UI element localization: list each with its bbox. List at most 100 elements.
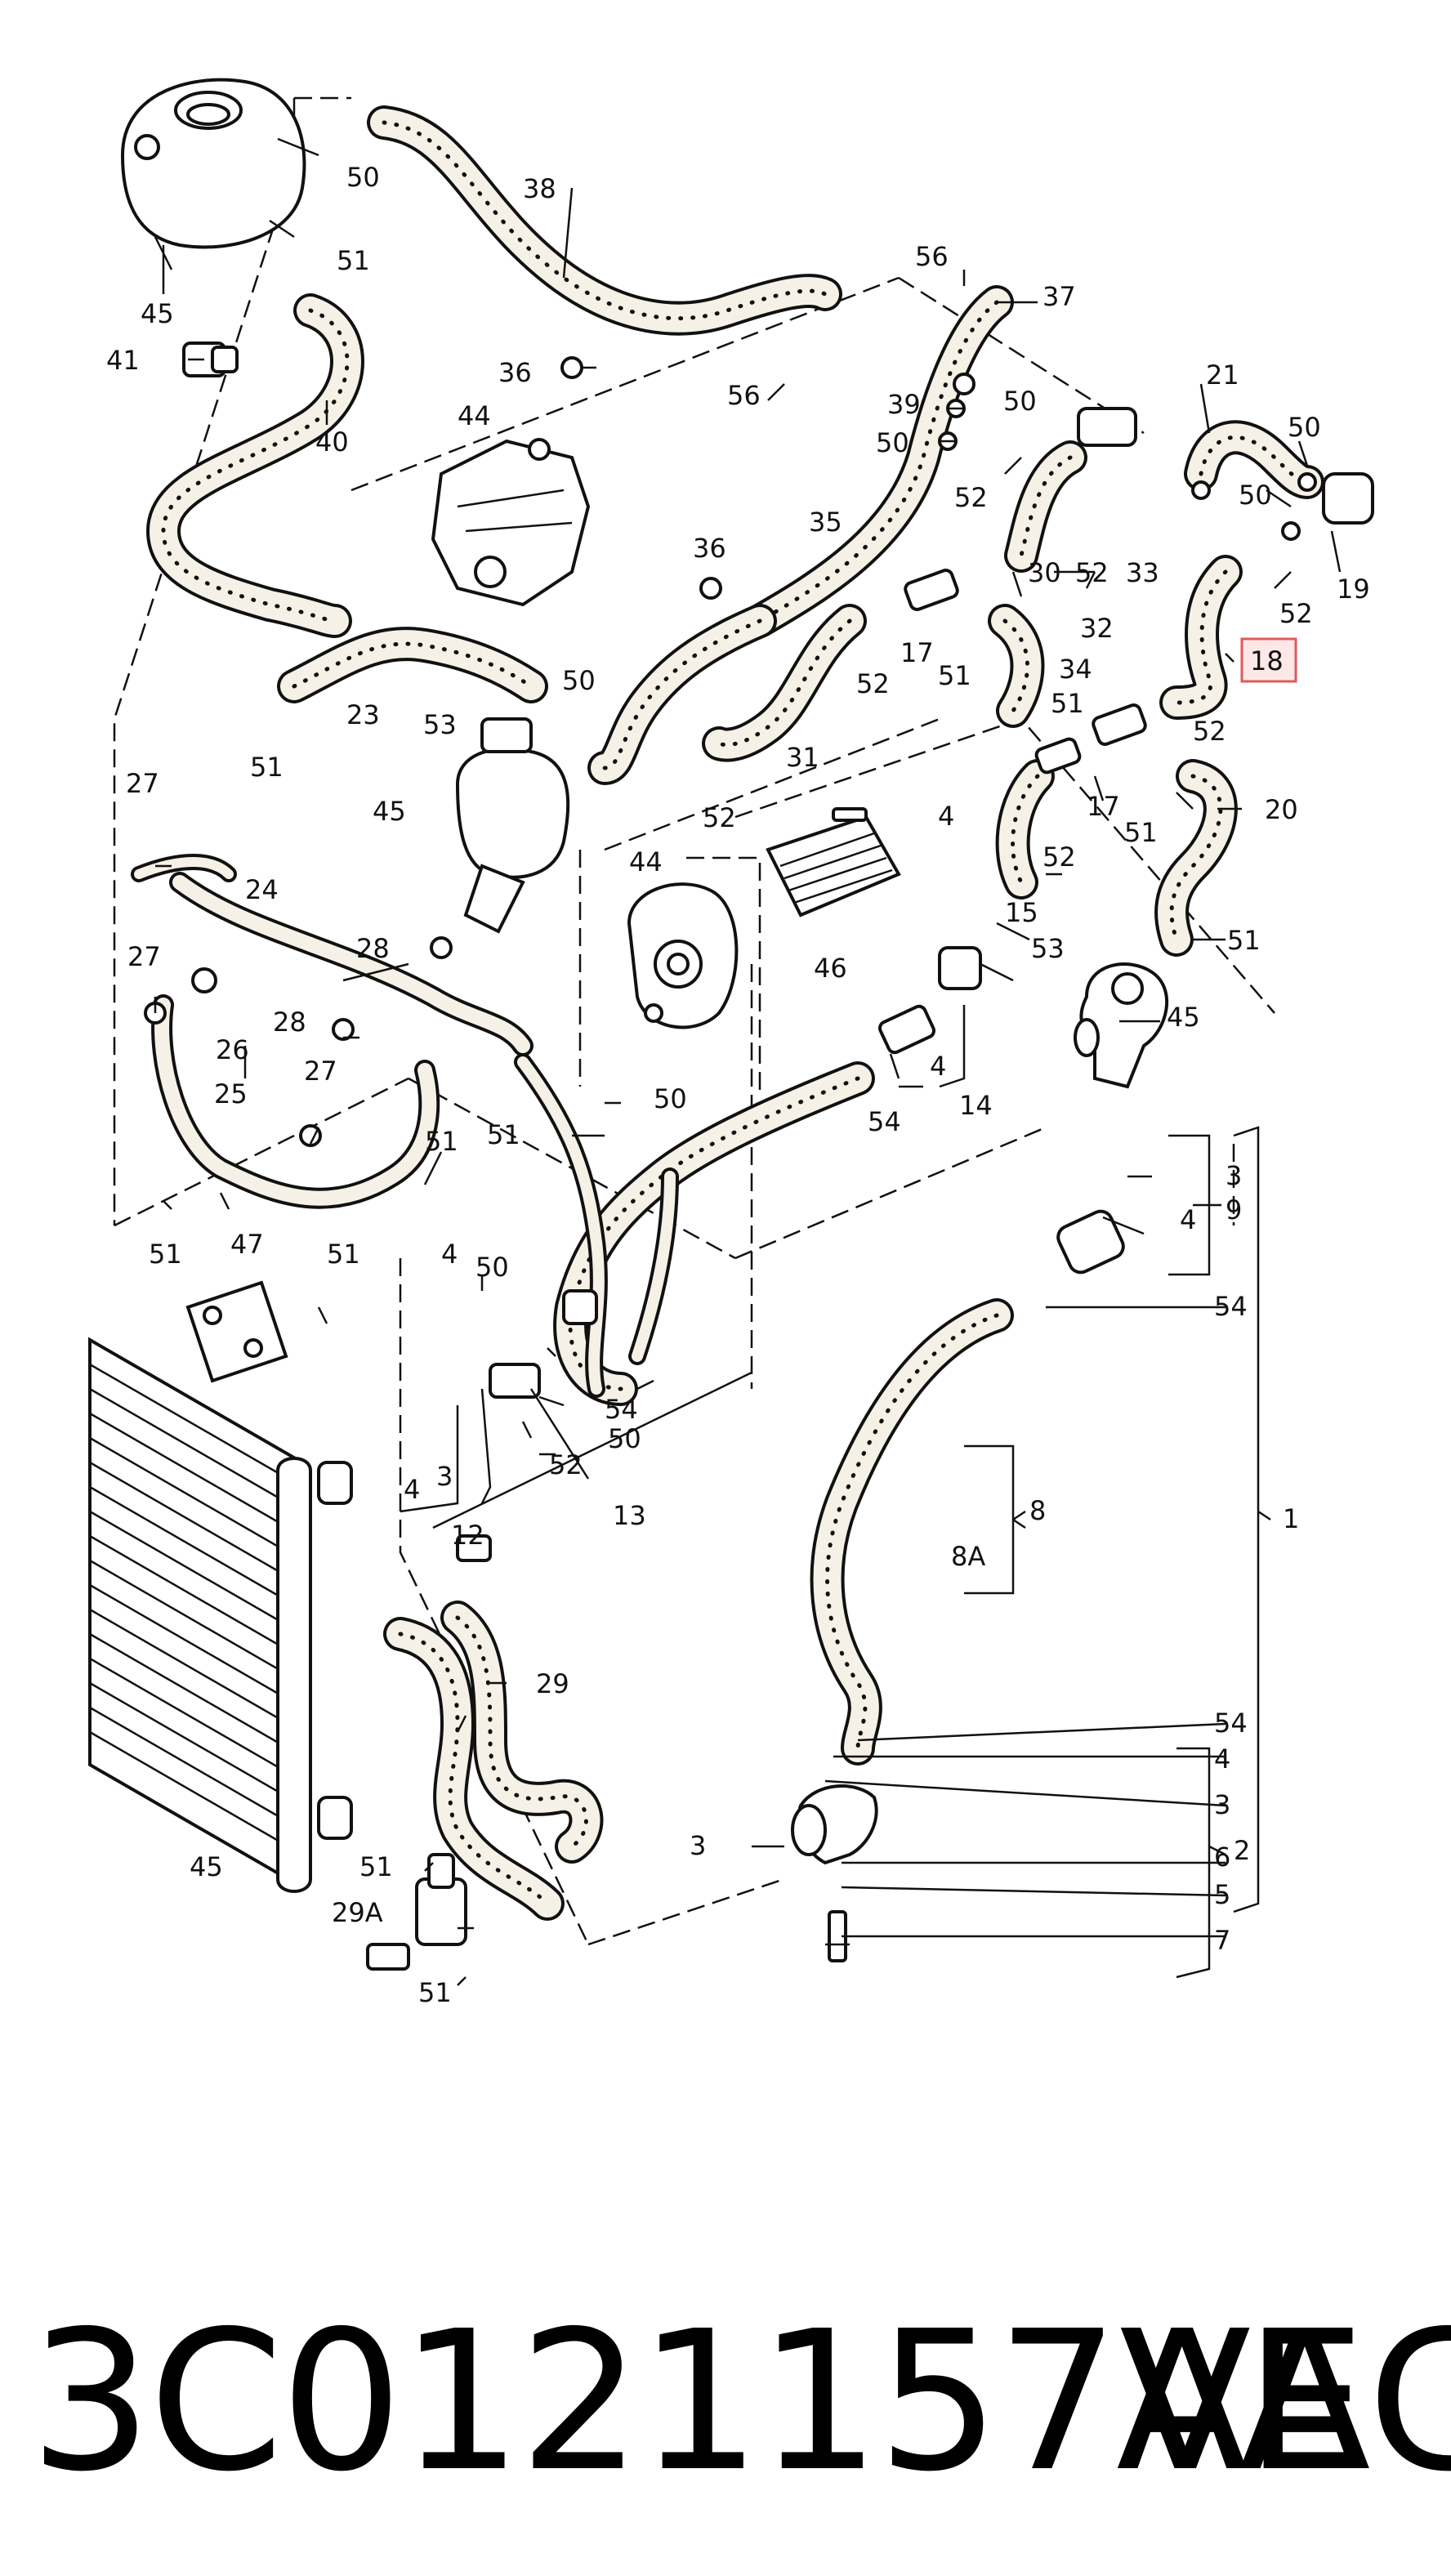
brand-name: VAG [1119, 2289, 1451, 2514]
thermostat-housing-2 [791, 1784, 878, 1962]
callout-50-c: 50 [876, 427, 909, 458]
callout-9: 9 [1226, 1194, 1242, 1225]
callout-56-a: 56 [727, 380, 761, 411]
callout-19: 19 [1337, 574, 1370, 605]
callout-29a: 29A [332, 1897, 383, 1928]
callout-35: 35 [809, 507, 842, 538]
callout-52-f: 52 [703, 802, 736, 833]
callout-45-b: 45 [373, 796, 406, 827]
callout-51-b: 51 [938, 660, 971, 691]
coolant-pump-29a [366, 1853, 467, 1971]
callout-52-g: 52 [1042, 842, 1076, 873]
callout-17-b: 17 [1087, 791, 1120, 822]
callout-44-b: 44 [629, 846, 663, 877]
callout-52-c: 52 [1279, 598, 1313, 629]
callout-47: 47 [230, 1229, 264, 1260]
callout-2: 2 [1234, 1835, 1250, 1866]
callout-24: 24 [245, 874, 279, 905]
callout-4-d: 4 [441, 1239, 458, 1270]
callout-37: 37 [1042, 281, 1076, 312]
callout-4-c: 4 [1180, 1204, 1196, 1235]
callout-53-a: 53 [423, 709, 457, 740]
callout-41: 41 [106, 345, 140, 376]
callout-52-e: 52 [1193, 716, 1226, 747]
callout-4-e: 4 [404, 1474, 420, 1505]
callout-45-d: 45 [190, 1851, 223, 1882]
callout-38: 38 [523, 173, 556, 204]
callout-25: 25 [214, 1078, 248, 1109]
callout-26: 26 [216, 1034, 249, 1065]
callout-34: 34 [1059, 654, 1092, 685]
callout-3-a: 3 [1226, 1160, 1242, 1191]
callout-53-b: 53 [1031, 933, 1065, 964]
callout-28-a: 28 [356, 933, 390, 964]
callout-17-a: 17 [900, 637, 934, 668]
callout-39: 39 [887, 389, 921, 420]
callout-8a: 8A [951, 1541, 985, 1572]
callout-20: 20 [1265, 794, 1298, 825]
callout-14: 14 [959, 1090, 993, 1121]
callout-4-b: 4 [930, 1051, 946, 1082]
callout-51-h: 51 [425, 1126, 458, 1157]
expansion-tank [120, 78, 306, 270]
callout-6: 6 [1214, 1842, 1230, 1873]
callout-4-a: 4 [938, 801, 954, 832]
callout-3-d: 3 [690, 1830, 706, 1861]
callout-28-b: 28 [273, 1007, 306, 1038]
highlight-box-18 [1240, 637, 1297, 683]
callout-12: 12 [451, 1520, 484, 1551]
oil-cooler-46 [766, 807, 901, 917]
callout-51-e: 51 [1124, 817, 1158, 848]
callout-46: 46 [814, 953, 847, 984]
callout-36-b: 36 [693, 533, 726, 564]
hoses [131, 105, 1324, 1921]
callout-23: 23 [346, 699, 380, 730]
callout-45-c: 45 [1167, 1002, 1200, 1033]
heat-exchanger-47 [185, 1280, 288, 1383]
footer: 3C0121157AE VAG [0, 2279, 1451, 2525]
part-number: 3C0121157AE [29, 2289, 1367, 2514]
callout-52-b: 52 [1075, 557, 1109, 588]
callout-27-a: 27 [126, 768, 159, 799]
callout-52-h: 52 [549, 1449, 583, 1480]
callout-54-d: 54 [1214, 1708, 1248, 1739]
callout-50-e: 50 [1239, 480, 1272, 511]
pump-44-top [431, 438, 591, 607]
callout-27-c: 27 [304, 1056, 337, 1087]
callout-52-a: 52 [954, 482, 988, 513]
thermostat-housing-45 [455, 717, 570, 934]
callout-5: 5 [1214, 1879, 1230, 1910]
callout-50-a: 50 [346, 162, 380, 193]
leader-lines [154, 137, 1342, 1986]
callout-54-a: 54 [868, 1106, 901, 1137]
radiator [88, 1337, 353, 1893]
callout-3-b: 3 [436, 1461, 453, 1492]
callout-4-f: 4 [1214, 1743, 1230, 1775]
pump-44-mid [627, 882, 739, 1029]
callout-51-i: 51 [149, 1239, 182, 1270]
callout-51-l: 51 [418, 1977, 452, 2008]
callout-15: 15 [1005, 897, 1038, 928]
callout-40: 40 [315, 426, 349, 458]
callout-51-f: 51 [1227, 925, 1261, 956]
callout-56-b: 56 [915, 241, 949, 272]
callout-1: 1 [1283, 1503, 1299, 1534]
callout-labels: 45 50 51 38 41 40 36 56 44 56 37 50 39 5… [106, 162, 1370, 2008]
callout-30: 30 [1028, 557, 1061, 588]
callout-50-h: 50 [475, 1252, 509, 1283]
callout-50-i: 50 [608, 1423, 641, 1454]
callout-44-a: 44 [458, 400, 491, 431]
callout-51-g: 51 [487, 1119, 520, 1150]
callout-51-j: 51 [327, 1239, 360, 1270]
coolant-system-exploded-diagram: 45 50 51 38 41 40 36 56 44 56 37 50 39 5… [88, 78, 1374, 2008]
callout-21: 21 [1206, 359, 1239, 391]
callout-54-c: 54 [605, 1394, 638, 1425]
callout-51-c: 51 [1051, 688, 1084, 719]
callout-31: 31 [786, 742, 819, 773]
callout-51-k: 51 [359, 1851, 393, 1882]
callout-51-d: 51 [250, 752, 284, 783]
callout-52-d: 52 [856, 668, 890, 699]
callout-3-c: 3 [1214, 1789, 1230, 1820]
callout-36-a: 36 [498, 357, 532, 388]
callout-13: 13 [613, 1500, 646, 1531]
